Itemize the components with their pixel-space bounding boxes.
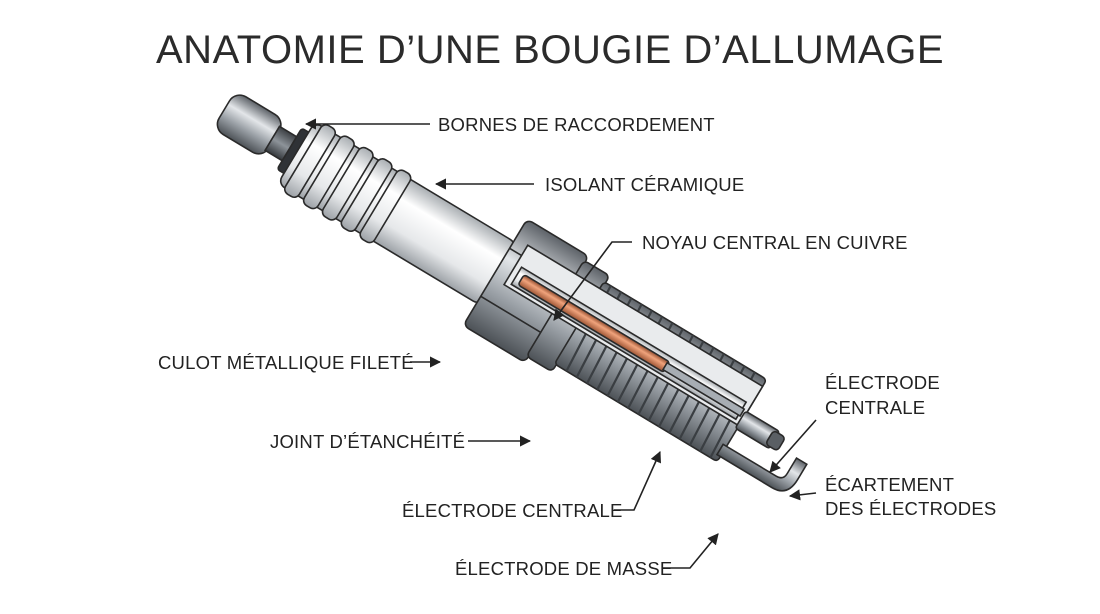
leader-ecartement [788, 489, 817, 501]
leader-electrode-centrale-bottom [614, 450, 661, 511]
leader-noyau [553, 241, 632, 321]
electrodes-part [715, 411, 808, 492]
label-joint-etancheite: JOINT D’ÉTANCHÉITÉ [270, 431, 466, 452]
leader-electrode-centrale-right [769, 419, 817, 473]
label-noyau-central: NOYAU CENTRAL EN CUIVRE [642, 232, 908, 253]
ceramic-insulator-part [279, 124, 515, 304]
label-ecartement-line2: DES ÉLECTRODES [825, 498, 997, 519]
cutaway-section [502, 244, 764, 427]
label-electrode-centrale-bottom: ÉLECTRODE CENTRALE [402, 500, 623, 521]
page-title: ANATOMIE D’UNE BOUGIE D’ALLUMAGE [156, 28, 944, 72]
leader-electrode-masse [662, 533, 719, 569]
label-ecartement-line1: ÉCARTEMENT [825, 474, 955, 495]
label-isolant-ceramique: ISOLANT CÉRAMIQUE [545, 174, 745, 195]
terminal-part [216, 94, 311, 175]
label-culot-metallique: CULOT MÉTALLIQUE FILETÉ [158, 352, 414, 373]
label-electrode-de-masse: ÉLECTRODE DE MASSE [455, 558, 673, 579]
label-bornes-de-raccordement: BORNES DE RACCORDEMENT [438, 114, 715, 135]
label-electrode-centrale-right-line1: ÉLECTRODE [825, 372, 940, 393]
label-electrode-centrale-right-line2: CENTRALE [825, 397, 926, 418]
